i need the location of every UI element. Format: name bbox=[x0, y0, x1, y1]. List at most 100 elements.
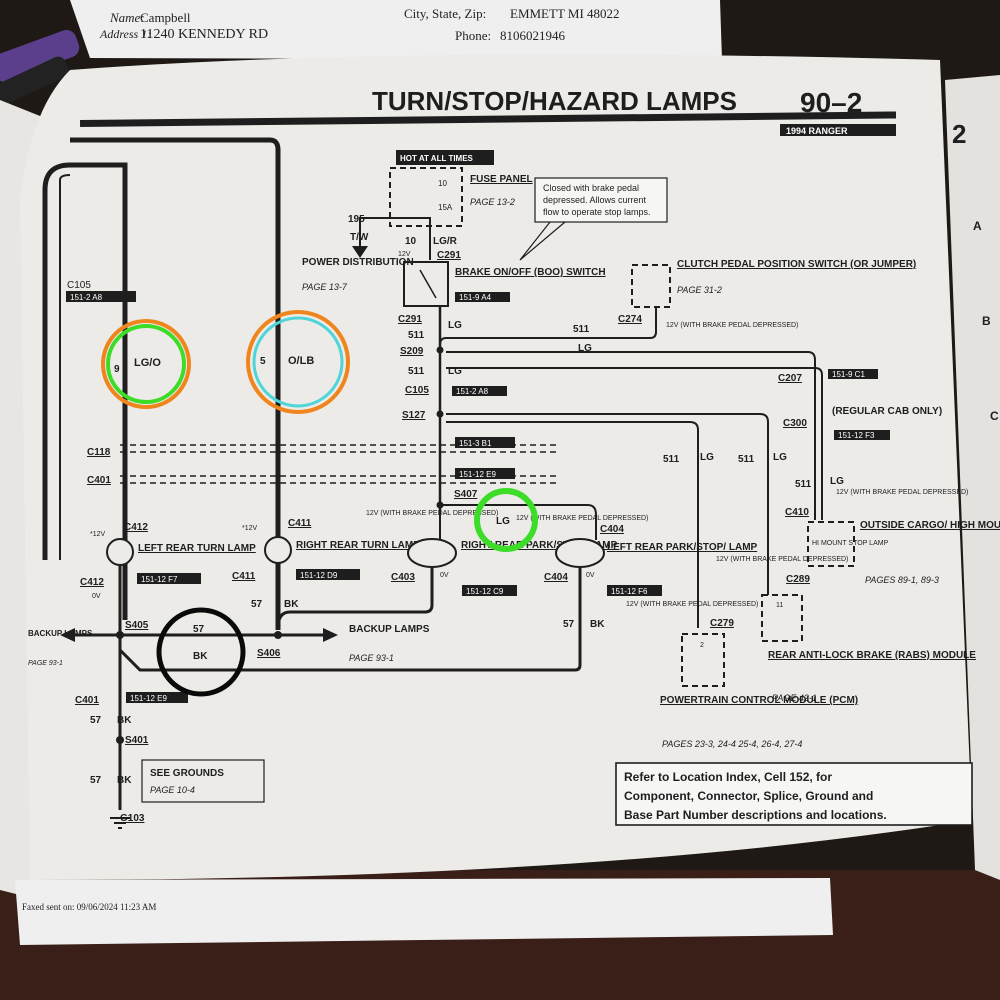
wire-bk-s406: BK bbox=[284, 599, 299, 610]
power-dist-arrow bbox=[352, 246, 368, 258]
boo-switch-contact bbox=[419, 269, 437, 299]
c118-ref: 151-3 B1 bbox=[459, 439, 492, 448]
see-grounds-page: PAGE 10-4 bbox=[150, 785, 195, 795]
annotation-green-circle-lg bbox=[474, 488, 538, 552]
fuse-panel-box bbox=[389, 167, 463, 227]
c118-label: C118 bbox=[87, 447, 111, 458]
city-label: City, State, Zip: bbox=[404, 6, 486, 21]
phone-value: 8106021946 bbox=[500, 28, 566, 43]
s406-splice bbox=[274, 631, 282, 639]
lrp-ref: 151-12 F6 bbox=[611, 587, 648, 596]
diagram-title: TURN/STOP/HAZARD LAMPS bbox=[372, 86, 737, 116]
c300-ref-tag bbox=[834, 430, 890, 440]
power-dist-page: PAGE 13-7 bbox=[302, 282, 348, 292]
hot-label-tag bbox=[396, 150, 494, 165]
c105-left-ref: 151-2 A8 bbox=[70, 293, 103, 302]
c401-ref-tag bbox=[455, 468, 515, 479]
rabs-box bbox=[761, 594, 803, 642]
next-page bbox=[945, 75, 1000, 880]
annotation-lg-label: LG bbox=[496, 516, 510, 527]
s127-splice bbox=[436, 410, 444, 418]
clutch-switch-label: CLUTCH PEDAL POSITION SWITCH (OR JUMPER) bbox=[677, 259, 916, 270]
wire-lg-outside bbox=[446, 367, 823, 520]
wire-9-num: 9 bbox=[114, 364, 120, 375]
c411-top-label: C411 bbox=[288, 518, 312, 529]
refer-line-3: Base Part Number descriptions and locati… bbox=[624, 808, 887, 822]
s405-label: S405 bbox=[125, 620, 149, 631]
backup-lamps-page: PAGE 93-1 bbox=[349, 653, 394, 663]
c291-bottom-label: C291 bbox=[398, 314, 422, 325]
city-value: EMMETT MI 48022 bbox=[510, 6, 620, 21]
cargo-voltage-note: 12V (WITH BRAKE PEDAL DEPRESSED) bbox=[836, 489, 968, 496]
c403-label: C403 bbox=[391, 572, 415, 583]
c411-bottom-label: C411 bbox=[232, 571, 256, 582]
wire-511-cargo-num: 511 bbox=[795, 479, 812, 490]
c403-ov: 0V bbox=[440, 572, 449, 579]
next-page-number: 2 bbox=[952, 119, 966, 149]
see-grounds-label: SEE GROUNDS bbox=[150, 768, 224, 779]
edge-letter-c: C bbox=[990, 409, 999, 423]
c404-label: C404 bbox=[600, 524, 624, 535]
wire-511-num-top: 511 bbox=[408, 330, 425, 341]
g103-label: G103 bbox=[120, 813, 145, 824]
purple-pen bbox=[0, 30, 80, 82]
right-rear-turn-lamp-symbol bbox=[264, 536, 292, 564]
fuse-number: 10 bbox=[438, 179, 447, 188]
title-bar bbox=[80, 111, 897, 127]
s407-label: S407 bbox=[454, 489, 478, 500]
boo-switch-box bbox=[403, 261, 449, 307]
backup-left-arrow bbox=[60, 628, 75, 642]
c412-bottom-label: C412 bbox=[80, 577, 104, 588]
right-rear-turn-label: RIGHT REAR TURN LAMP bbox=[296, 540, 420, 551]
footer-sent: Faxed sent on: 09/06/2024 11:23 AM bbox=[22, 902, 156, 912]
rabs-page: PAGE 42-1 bbox=[772, 693, 817, 703]
backup-lamps-left-page: PAGE 93-1 bbox=[28, 660, 63, 667]
wire-bk-park: BK bbox=[590, 619, 605, 630]
annotation-cyan-circle-olb bbox=[252, 316, 344, 408]
rrt-ref-tag bbox=[296, 569, 360, 580]
wire-9-color: LG/O bbox=[134, 357, 161, 369]
address-label: Address 1: bbox=[99, 27, 151, 41]
wire-511-pcm bbox=[446, 421, 699, 628]
refer-line-1: Refer to Location Index, Cell 152, for bbox=[624, 770, 832, 784]
wire-10-num: 10 bbox=[405, 236, 417, 247]
wire-bk-backup: BK bbox=[193, 651, 208, 662]
fuse-amp: 15A bbox=[438, 203, 453, 212]
c404-ov: 0V bbox=[586, 572, 595, 579]
pcm-pages: PAGES 23-3, 24-4 25-4, 26-4, 27-4 bbox=[662, 739, 802, 749]
wire-57-park: 57 bbox=[563, 619, 575, 630]
wire-511-num-mid: 511 bbox=[408, 366, 425, 377]
wire-5-olb bbox=[70, 137, 281, 630]
wire-5-color: O/LB bbox=[288, 355, 314, 367]
c401-bottom-label: C401 bbox=[75, 695, 99, 706]
fuse-panel-label: FUSE PANEL bbox=[470, 174, 533, 185]
backup-lamps-label: BACKUP LAMPS bbox=[349, 624, 430, 635]
c105-right-ref-tag bbox=[452, 386, 507, 396]
lrt-ref-tag bbox=[137, 573, 201, 584]
c404-bottom-label: C404 bbox=[544, 572, 568, 583]
black-pen bbox=[0, 56, 69, 110]
right-rear-park-lamp-symbol bbox=[407, 538, 457, 568]
boo-ref: 151-9 A4 bbox=[459, 293, 492, 302]
wire-195-num: 195 bbox=[348, 214, 365, 225]
regular-cab-label: (REGULAR CAB ONLY) bbox=[832, 406, 942, 417]
boo-ref-tag bbox=[455, 292, 510, 302]
rrt-ref: 151-12 D9 bbox=[300, 571, 338, 580]
c274-voltage-note: 12V (WITH BRAKE PEDAL DEPRESSED) bbox=[666, 322, 798, 329]
rrp-ref: 151-12 C9 bbox=[466, 587, 504, 596]
lrp-ref-tag bbox=[607, 585, 662, 596]
name-label: Name: bbox=[109, 10, 145, 25]
wire-lgr-color: LG/R bbox=[433, 236, 458, 247]
backup-right-arrow bbox=[323, 628, 338, 642]
model-label: 1994 RANGER bbox=[786, 126, 848, 136]
lrt-ref: 151-12 F7 bbox=[141, 575, 178, 584]
annotation-orange-circle-olb bbox=[246, 310, 350, 414]
address-value: 11240 KENNEDY RD bbox=[140, 27, 268, 42]
wire-511-clutch-num: 511 bbox=[573, 324, 590, 335]
s127-label: S127 bbox=[402, 410, 426, 421]
wire-lg-hi-mount-color: LG bbox=[578, 343, 592, 354]
c291-top-label: C291 bbox=[437, 250, 461, 261]
wire-195 bbox=[359, 217, 431, 260]
wire-511-rabs-num: 511 bbox=[738, 454, 755, 465]
